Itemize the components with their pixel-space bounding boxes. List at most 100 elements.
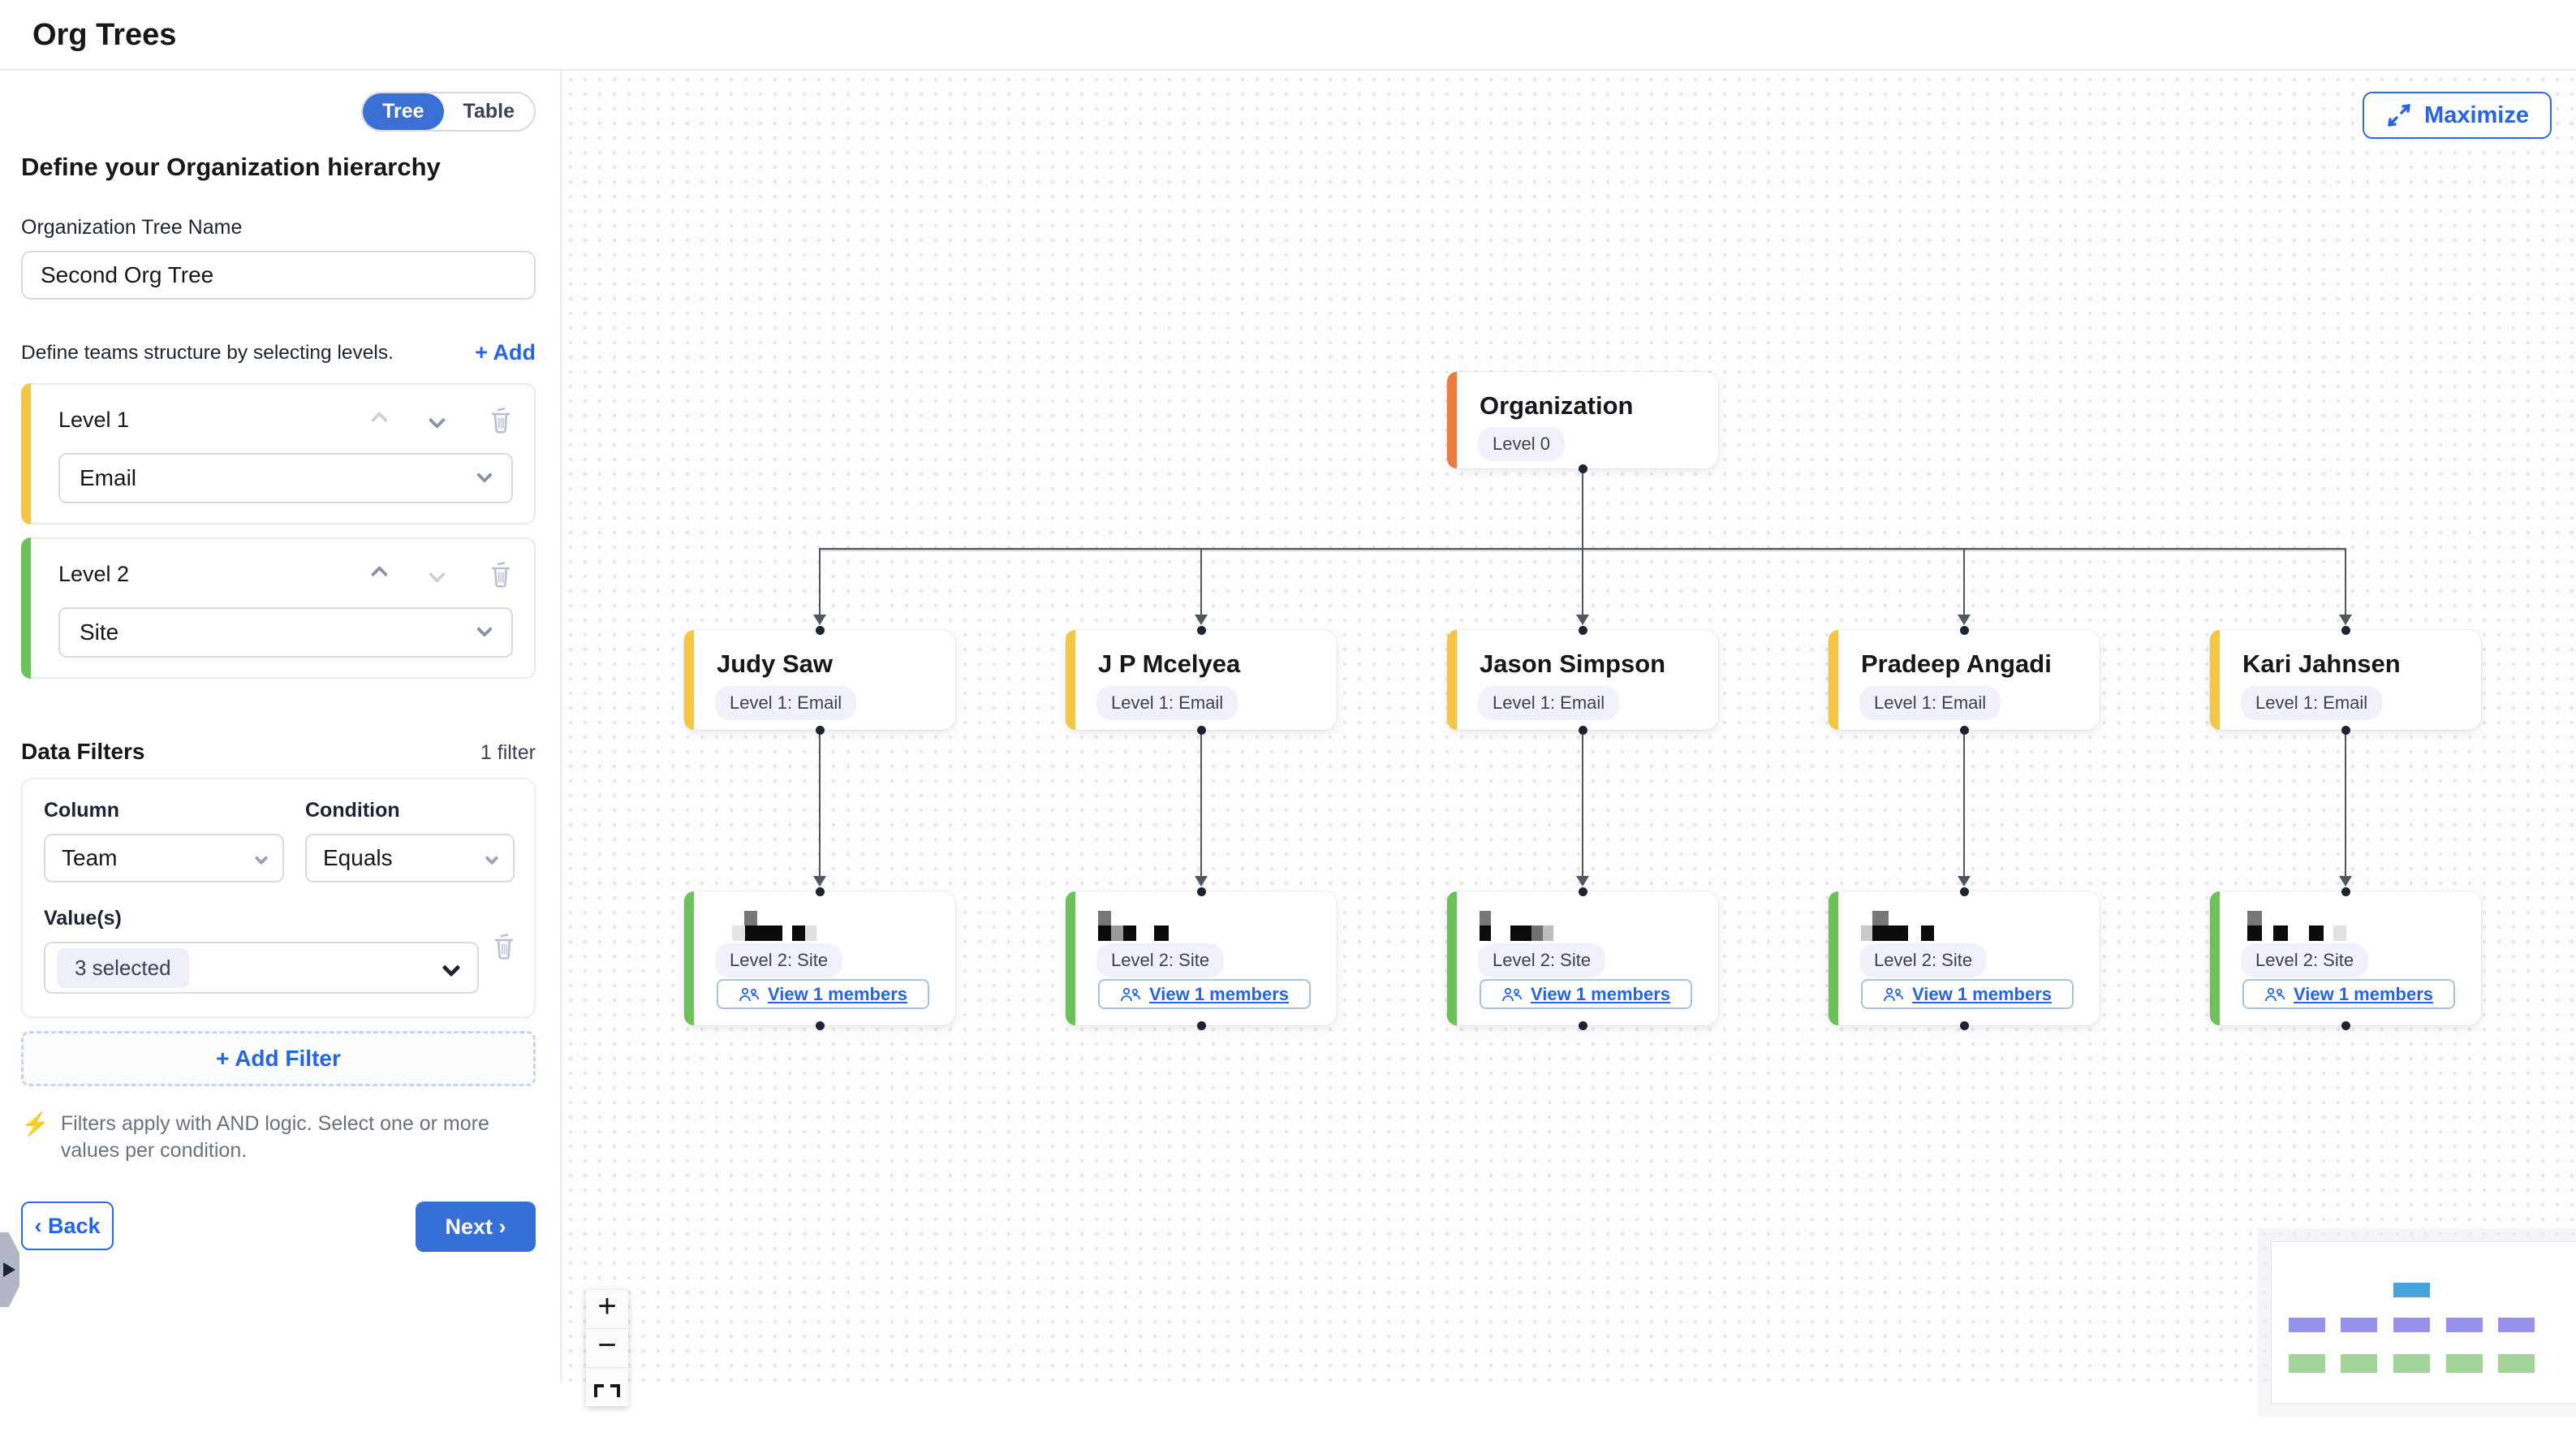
connection-dot (2341, 887, 2350, 896)
redaction-row (2242, 925, 2346, 941)
connection-dot (1578, 1020, 1587, 1030)
edge-arrowhead (1195, 876, 1208, 887)
column-label: Column (44, 799, 120, 822)
level-card-1: Level 1 Email (21, 383, 536, 524)
level-2-move-down-button[interactable] (428, 565, 446, 583)
filter-count-badge: 1 filter (480, 741, 536, 764)
tree-name-input[interactable] (21, 251, 536, 300)
maximize-button[interactable]: Maximize (2363, 92, 2552, 139)
toggle-option-table[interactable]: Table (463, 100, 515, 123)
level-1-move-down-button[interactable] (428, 411, 446, 429)
users-icon (1884, 987, 1903, 1001)
level1-accent-bar (1066, 630, 1075, 730)
connection-dot (1578, 887, 1587, 896)
connection-dot (2341, 725, 2350, 735)
redaction-block (744, 911, 757, 926)
view-members-button[interactable]: View 1 members (1098, 979, 1311, 1009)
level-2-delete-button[interactable] (489, 560, 513, 588)
redaction-block (1154, 925, 1169, 941)
minimap[interactable] (2271, 1241, 2576, 1404)
zoom-out-button[interactable]: − (586, 1327, 628, 1368)
redaction-row (1480, 925, 1553, 941)
level-1-move-up-button[interactable] (370, 411, 389, 429)
tree-table-toggle: Tree Table (361, 92, 536, 132)
condition-select[interactable]: Equals (305, 834, 515, 882)
view-members-button[interactable]: View 1 members (1861, 979, 2074, 1009)
connection-dot (1578, 725, 1587, 735)
back-button[interactable]: ‹ Back (21, 1202, 114, 1250)
next-button[interactable]: Next › (416, 1202, 536, 1252)
edge-line (1200, 730, 1202, 877)
view-members-button[interactable]: View 1 members (1480, 979, 1692, 1009)
chevron-down-icon (485, 851, 499, 865)
level1-node-badge: Level 1: Email (715, 686, 857, 720)
level1-node-badge: Level 1: Email (2241, 686, 2383, 720)
connection-dot (1959, 625, 1969, 635)
add-level-button[interactable]: + Add (475, 340, 536, 365)
trash-icon (491, 562, 510, 588)
edge-line (2345, 548, 2346, 617)
level2-node-badge: Level 2: Site (1859, 943, 1988, 977)
caret-right-icon (3, 1262, 15, 1277)
level2-node-badge: Level 2: Site (715, 943, 843, 977)
view-members-button[interactable]: View 1 members (717, 979, 929, 1009)
fit-view-button[interactable] (586, 1368, 628, 1407)
level1-node-title: Jason Simpson (1480, 649, 1666, 678)
redaction-block (1531, 925, 1543, 941)
edge-line (1963, 548, 1965, 617)
edge-line (1582, 468, 1583, 548)
view-members-label: View 1 members (1148, 983, 1290, 1004)
connection-dot (1196, 887, 1206, 896)
redaction-block (1872, 911, 1889, 926)
connection-dot (1196, 625, 1206, 635)
view-members-label: View 1 members (1530, 983, 1671, 1004)
condition-value: Equals (323, 845, 393, 870)
column-select[interactable]: Team (44, 834, 284, 882)
zoom-in-button[interactable]: + (586, 1288, 628, 1329)
level2-node-badge: Level 2: Site (1478, 943, 1606, 977)
connection-dot (815, 725, 825, 735)
values-multiselect[interactable]: 3 selected (44, 942, 479, 994)
toggle-option-tree[interactable]: Tree (363, 93, 444, 130)
filter-delete-button[interactable] (492, 932, 516, 960)
chevron-down-icon (442, 958, 461, 977)
level1-node-badge: Level 1: Email (1478, 686, 1620, 720)
chevron-up-icon (370, 565, 389, 583)
data-filters-title: Data Filters (21, 739, 145, 764)
level-1-field-select[interactable]: Email (58, 453, 513, 503)
expand-icon (2388, 104, 2410, 127)
add-filter-button[interactable]: + Add Filter (21, 1031, 536, 1086)
edge-arrowhead (1576, 876, 1589, 887)
level2-accent-bar (2210, 891, 2220, 1025)
redaction-block (2333, 925, 2346, 941)
level-2-field-select[interactable]: Site (58, 607, 513, 658)
users-icon (2265, 987, 2285, 1001)
redaction-block (792, 925, 805, 941)
minimap-root-rect (2393, 1283, 2430, 1297)
level-2-accent-bar (21, 537, 31, 679)
level-2-move-up-button[interactable] (370, 565, 389, 583)
level-1-delete-button[interactable] (489, 406, 513, 434)
level1-node-title: Pradeep Angadi (1861, 649, 2052, 678)
view-members-button[interactable]: View 1 members (2242, 979, 2455, 1009)
edge-line (819, 548, 821, 617)
redaction-block (2247, 925, 2262, 941)
minimap-level2-rect (2446, 1354, 2483, 1373)
redaction-block (1098, 911, 1111, 926)
chevron-down-icon (428, 411, 446, 429)
level2-accent-bar (684, 891, 694, 1025)
redaction-block (1123, 925, 1136, 941)
